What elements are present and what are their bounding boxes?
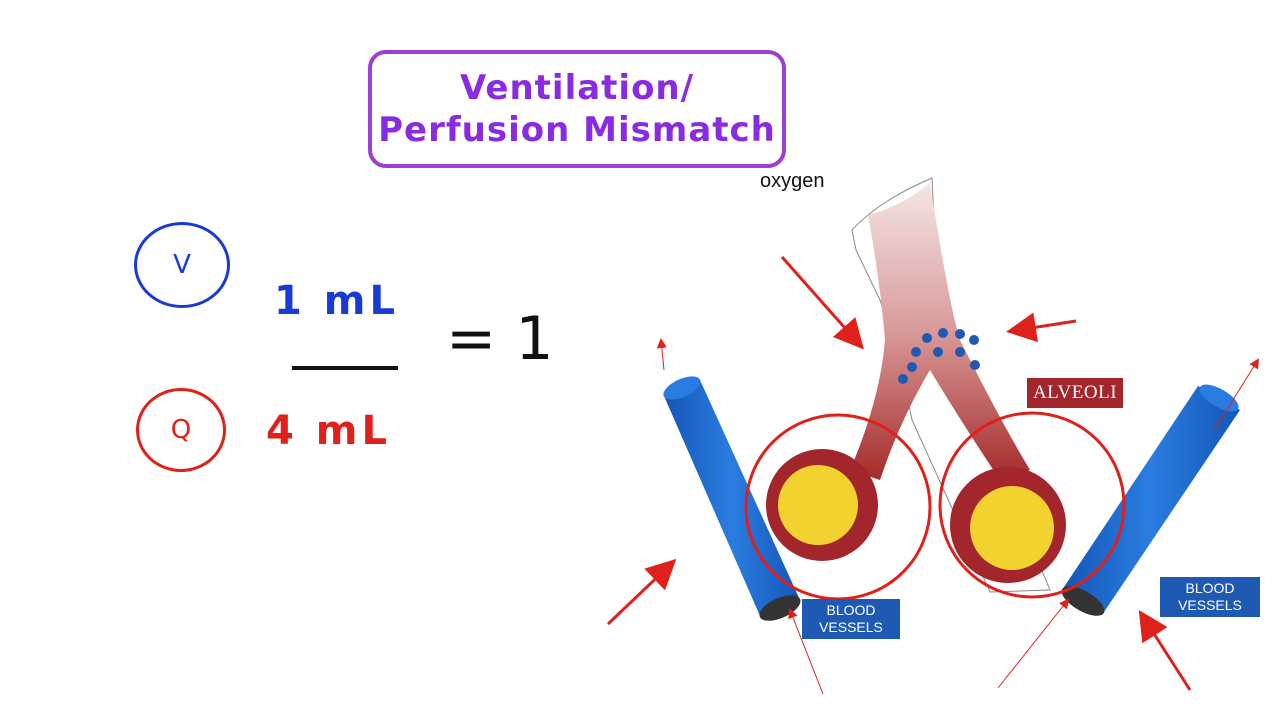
ventilation-circle: V — [134, 222, 230, 308]
alveoli-label: ALVEOLI — [1027, 378, 1123, 408]
title-line-2: Perfusion Mismatch — [378, 110, 776, 150]
blood-vessels-label-right: BLOOD VESSELS — [1160, 577, 1260, 617]
fraction-bar — [292, 366, 398, 370]
ventilation-symbol: V — [173, 250, 191, 280]
oxygen-molecules — [898, 328, 980, 384]
right-alveolus — [950, 467, 1066, 583]
ratio-numerator: 1 mL — [274, 278, 399, 324]
blood-vessels-right-line-1: BLOOD — [1185, 580, 1235, 596]
left-blood-vessel — [663, 376, 801, 621]
title-box: Ventilation/ Perfusion Mismatch — [368, 50, 786, 168]
ratio-result: = 1 — [446, 304, 554, 374]
perfusion-symbol: Q — [170, 415, 192, 445]
blood-vessels-left-line-2: VESSELS — [819, 619, 883, 635]
right-blood-vessel — [1061, 384, 1240, 616]
blood-vessels-label-left: BLOOD VESSELS — [802, 599, 900, 639]
arrows — [606, 256, 1260, 695]
oxygen-label: oxygen — [760, 170, 825, 192]
blood-vessels-right-line-2: VESSELS — [1178, 597, 1242, 613]
title-line-1: Ventilation/ — [459, 68, 695, 108]
ratio-denominator: 4 mL — [266, 408, 391, 454]
perfusion-circle: Q — [136, 388, 226, 472]
blood-vessels-left-line-1: BLOOD — [826, 602, 876, 618]
left-alveolus — [766, 449, 878, 561]
right-alveolus-highlight — [938, 411, 1126, 599]
